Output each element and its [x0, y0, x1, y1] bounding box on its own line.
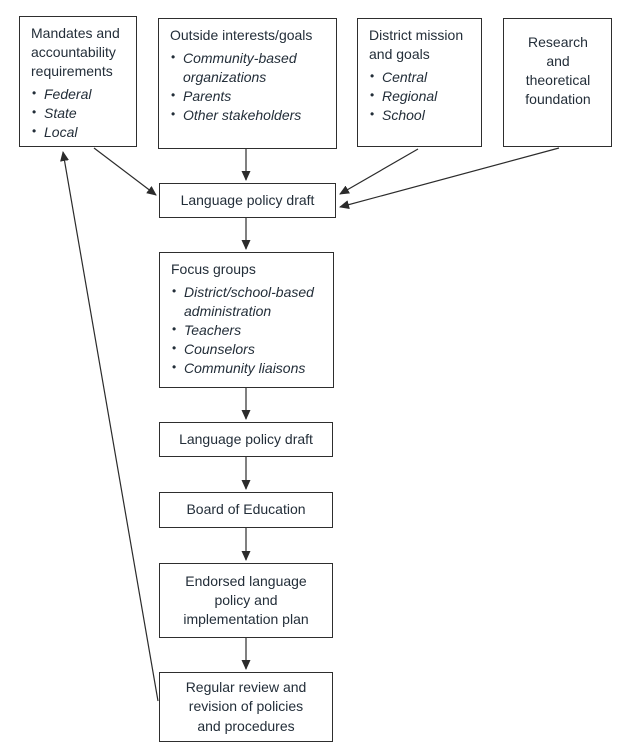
arrow-district-to-draft1 [339, 148, 419, 195]
box-focus-groups-title: Focus groups [171, 261, 256, 277]
box-language-policy-draft-2: Language policy draft [159, 422, 333, 457]
box-regular-review-title: Regular review and revision of policies … [185, 679, 307, 734]
bullet-item: Parents [170, 87, 326, 106]
box-endorsed-policy-title: Endorsed language policy and implementat… [183, 572, 309, 628]
box-language-policy-draft-1: Language policy draft [159, 183, 336, 218]
box-outside-interests-bullets: Community-based organizations Parents Ot… [170, 49, 326, 125]
box-regular-review: Regular review and revision of policies … [159, 672, 333, 742]
box-language-policy-draft-2-title: Language policy draft [179, 430, 313, 447]
bullet-item: Counselors [171, 340, 323, 359]
box-district-mission-title: District mission and goals [369, 27, 464, 63]
bullet-item: Teachers [171, 321, 323, 340]
box-endorsed-policy: Endorsed language policy and implementat… [159, 563, 333, 638]
arrow-review-feedback-to-mandates [60, 151, 159, 702]
bullet-item: District/school-based administration [171, 283, 323, 321]
box-research-foundation-title: Research and theoretical foundation [525, 34, 591, 108]
box-mandates-title: Mandates and accountability requirements [31, 25, 120, 80]
box-mandates: Mandates and accountability requirements… [19, 16, 137, 147]
bullet-item: Community liaisons [171, 359, 323, 378]
box-focus-groups: Focus groups District/school-based admin… [159, 252, 334, 388]
box-outside-interests: Outside interests/goals Community-based … [158, 18, 337, 149]
box-district-mission: District mission and goals Central Regio… [357, 18, 482, 147]
bullet-item: Other stakeholders [170, 106, 326, 125]
box-board-of-education: Board of Education [159, 492, 333, 528]
arrow-research-to-draft1 [339, 147, 560, 210]
box-focus-groups-bullets: District/school-based administration Tea… [171, 283, 323, 378]
bullet-item: Local [31, 123, 126, 142]
bullet-item: Community-based organizations [170, 49, 326, 87]
box-mandates-bullets: Federal State Local [31, 85, 126, 142]
bullet-item: Regional [369, 87, 471, 106]
bullet-item: School [369, 106, 471, 125]
bullet-item: Federal [31, 85, 126, 104]
bullet-item: Central [369, 68, 471, 87]
box-research-foundation: Research and theoretical foundation [503, 18, 612, 147]
arrow-mandates-to-draft1 [93, 147, 157, 196]
box-district-mission-bullets: Central Regional School [369, 68, 471, 125]
bullet-item: State [31, 104, 126, 123]
box-board-of-education-title: Board of Education [186, 501, 306, 518]
box-language-policy-draft-1-title: Language policy draft [180, 191, 315, 208]
box-outside-interests-title: Outside interests/goals [170, 27, 313, 43]
